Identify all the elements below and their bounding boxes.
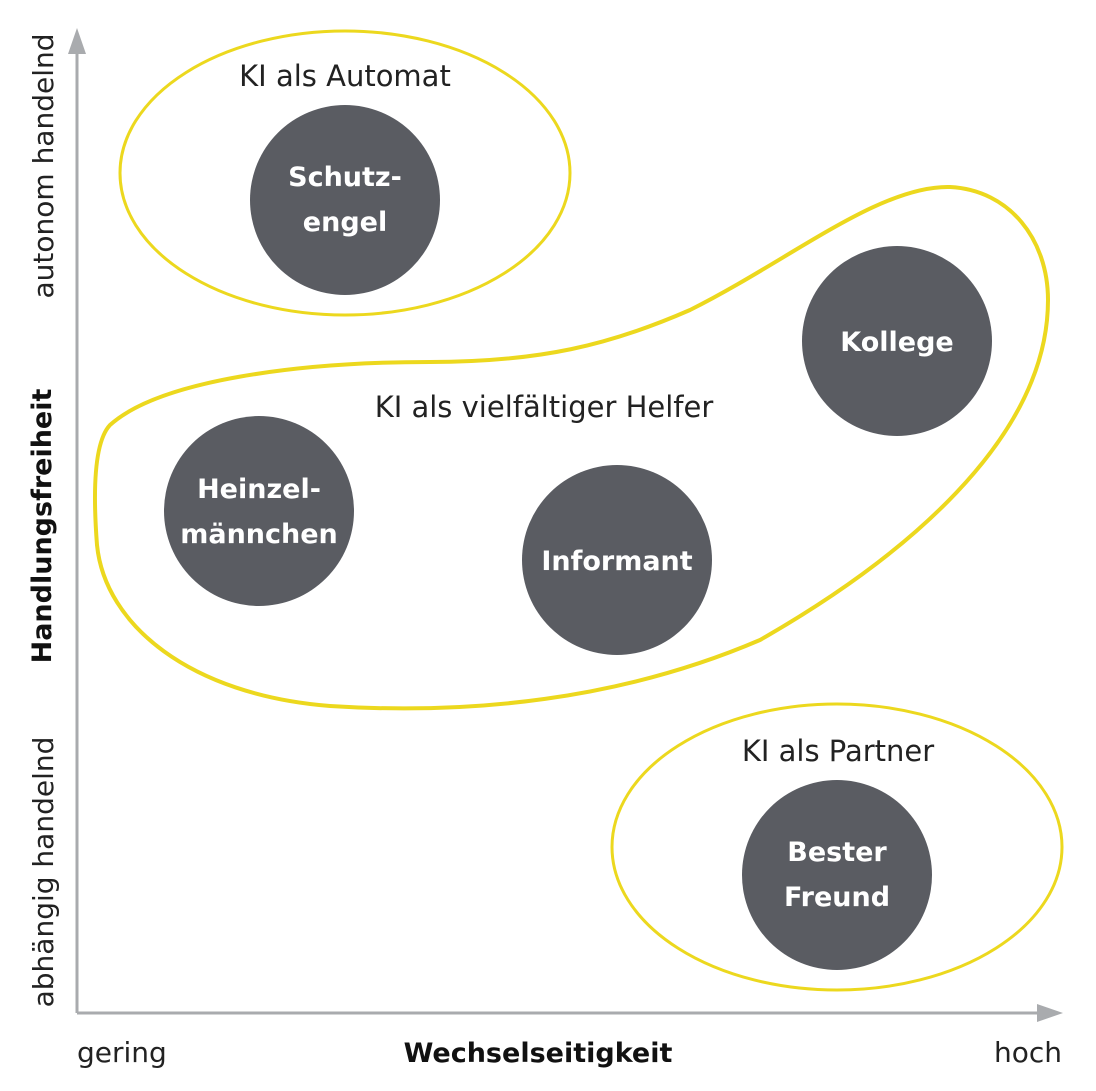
node-label-line1: Informant: [541, 546, 692, 577]
group-automat-outline: [118, 29, 572, 317]
x-axis-arrow-icon: [1037, 1004, 1063, 1022]
y-axis-bottom-label: abhängig handelnd: [27, 737, 60, 1008]
x-axis-title: Wechselseitigkeit: [404, 1038, 673, 1069]
node-schutzengel: Schutz- engel: [250, 105, 440, 295]
node-circle: [742, 780, 932, 970]
group-helfer-label: KI als vielfältiger Helfer: [375, 390, 714, 424]
group-partner-label: KI als Partner: [742, 734, 934, 768]
group-partner-outline: [610, 702, 1064, 992]
node-circle: [802, 246, 992, 436]
node-heinzelmaennchen: Heinzel- männchen: [164, 416, 354, 606]
x-axis-left-label: gering: [77, 1036, 167, 1069]
node-label-line2: männchen: [180, 519, 338, 550]
axes: [68, 28, 1063, 1022]
node-label-line1: Bester: [787, 837, 887, 868]
y-axis-top-label: autonom handelnd: [27, 33, 60, 298]
node-label-line1: Kollege: [840, 327, 953, 358]
node-circle: [250, 105, 440, 295]
group-helfer-outline: [92, 184, 1051, 711]
y-axis-title: Handlungsfreiheit: [27, 389, 58, 664]
node-kollege: Kollege: [802, 246, 992, 436]
y-axis-arrow-icon: [68, 28, 86, 54]
node-circle: [164, 416, 354, 606]
x-axis-right-label: hoch: [994, 1036, 1062, 1069]
node-informant: Informant: [522, 465, 712, 655]
node-label-line2: engel: [303, 207, 387, 238]
node-label-line1: Schutz-: [288, 162, 402, 193]
node-label-line2: Freund: [784, 882, 890, 913]
node-label-line1: Heinzel-: [197, 474, 321, 505]
node-circle: [522, 465, 712, 655]
node-bester-freund: Bester Freund: [742, 780, 932, 970]
group-automat-label: KI als Automat: [239, 59, 451, 93]
